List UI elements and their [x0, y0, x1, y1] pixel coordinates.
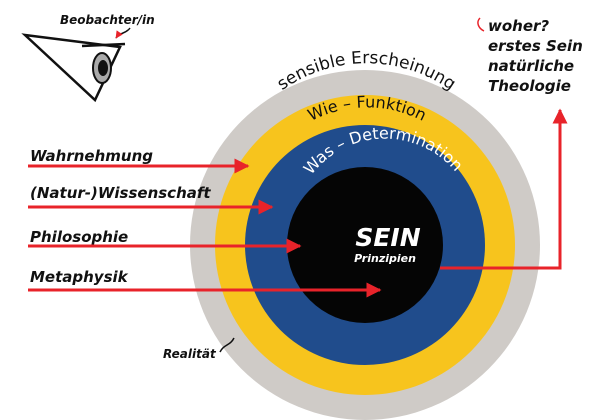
observer-pointer-icon: [115, 27, 131, 39]
approach-label-metaphysik: Metaphysik: [30, 268, 129, 286]
approach-label-wahrnehmung: Wahrnehmung: [30, 147, 153, 165]
origin-arrow: [440, 108, 568, 270]
reality-pointer-icon: [219, 337, 235, 353]
core-subtitle: Prinzipien: [354, 252, 416, 265]
core-sein: [287, 167, 443, 323]
reality-label: Realität: [163, 347, 217, 361]
approach-label-naturwissenschaft: (Natur-)Wissenschaft: [30, 184, 211, 202]
observer-label: Beobachter/in: [60, 13, 155, 27]
question-line-4: Theologie: [488, 77, 571, 95]
question-line-3: natürliche: [488, 57, 574, 75]
question-line-2: erstes Sein: [488, 37, 583, 55]
question-line-1: woher?: [488, 17, 549, 35]
question-pointer-icon: [477, 17, 485, 32]
observer-eye-icon: [21, 33, 126, 103]
approach-label-philosophie: Philosophie: [30, 228, 128, 246]
core-title: SEIN: [355, 223, 420, 252]
